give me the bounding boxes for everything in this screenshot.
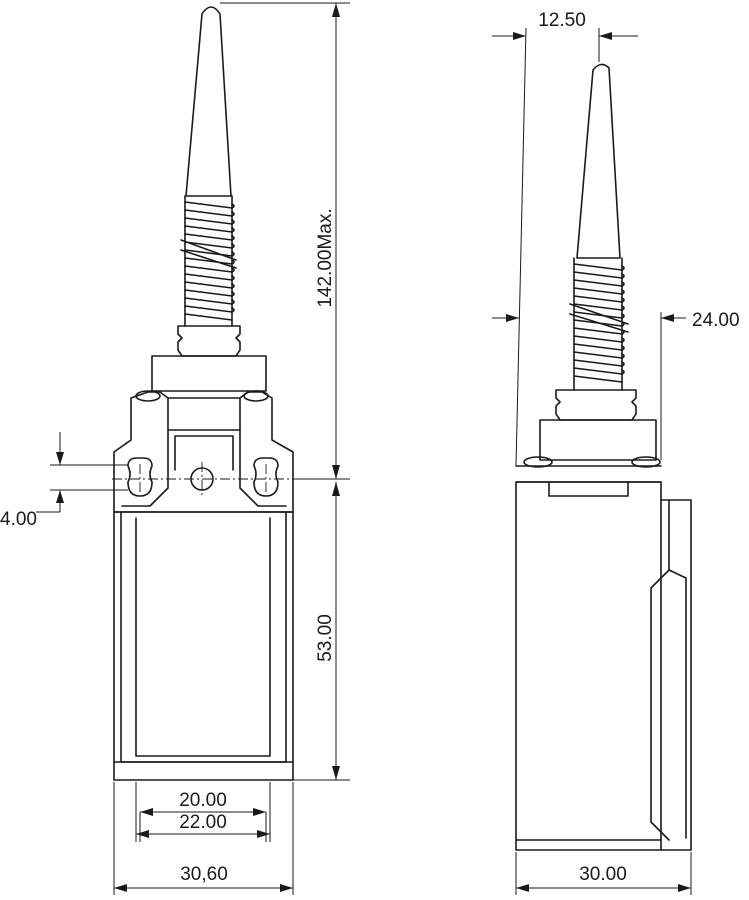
front-view xyxy=(112,6,300,781)
side-collar xyxy=(515,389,662,497)
front-actuator-rod xyxy=(185,6,232,197)
dim-hole-offset-label: 4.00 xyxy=(0,509,37,530)
side-dimension-lines xyxy=(492,27,692,895)
front-collar xyxy=(151,325,267,392)
side-spring-coil xyxy=(569,257,629,391)
dim-body-depth-label: 30.00 xyxy=(579,864,627,885)
front-mounting-slot-left xyxy=(127,457,153,497)
front-switch-body xyxy=(113,511,294,781)
front-head-housing xyxy=(113,390,294,513)
dim-inner-width-label: 20.00 xyxy=(179,790,227,811)
dim-tip-offset-label: 12.50 xyxy=(538,10,586,31)
dim-actuator-offset-label: 24.00 xyxy=(692,310,740,331)
front-dimension-lines xyxy=(36,2,350,895)
side-actuator-rod xyxy=(576,63,621,259)
side-view xyxy=(515,63,692,851)
front-spring-coil xyxy=(180,195,237,327)
dim-overall-height-label: 142.00Max. xyxy=(315,208,336,307)
side-switch-body xyxy=(515,481,692,851)
front-mounting-slot-right xyxy=(253,457,279,497)
dim-body-height-label: 53.00 xyxy=(315,614,336,662)
dim-body-width-label: 30,60 xyxy=(180,864,228,885)
dim-hole-spacing-label: 22.00 xyxy=(179,812,227,833)
